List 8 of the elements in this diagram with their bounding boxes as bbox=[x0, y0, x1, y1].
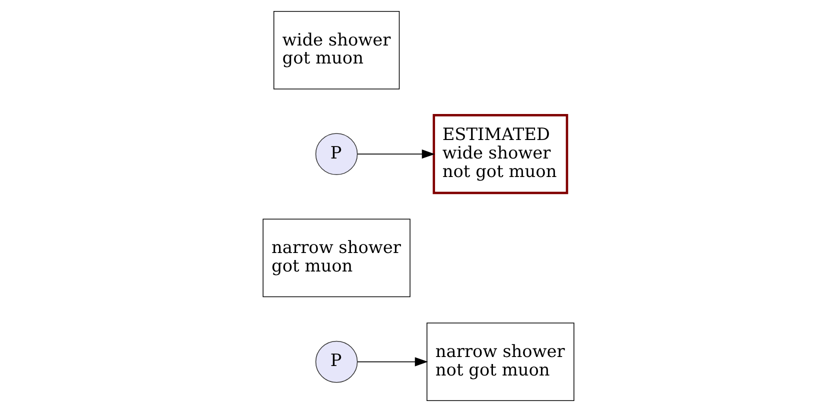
arrow bbox=[357, 357, 428, 366]
node-box: narrow shower not got muon bbox=[426, 322, 574, 402]
node-circle: P bbox=[315, 133, 358, 176]
node-box: wide shower got muon bbox=[273, 10, 400, 90]
node-box: ESTIMATED wide shower not got muon bbox=[432, 114, 568, 194]
arrow bbox=[357, 149, 435, 159]
node-circle: P bbox=[315, 340, 358, 383]
node-box: narrow shower got muon bbox=[262, 218, 410, 298]
